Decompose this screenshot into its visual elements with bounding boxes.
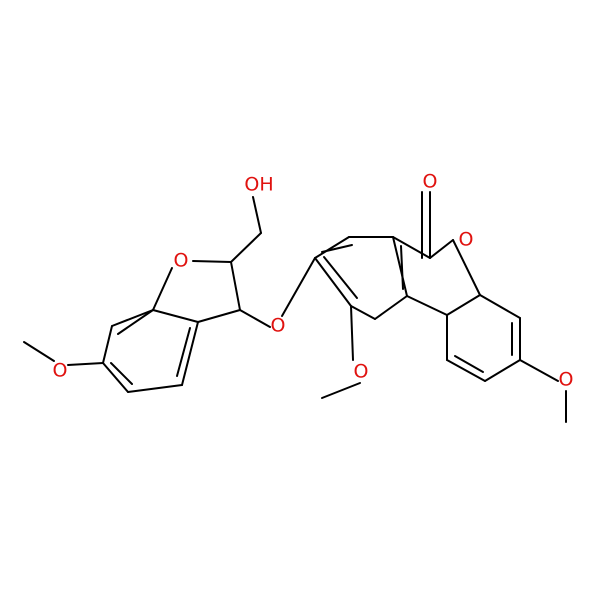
dihydrobenzofuran-core [102, 260, 241, 393]
benzochromenone-core [314, 191, 521, 382]
carbonyl-oxygen-label: O [423, 171, 438, 193]
methoxy-6-oxygen-label: O [53, 360, 68, 382]
ether-bridge [239, 257, 316, 328]
methoxy-3-oxygen-label: O [559, 369, 574, 391]
left-methoxy [23, 341, 104, 366]
atom-labels: O O O O OH O O O [53, 171, 574, 391]
methoxy-1-oxygen-label: O [354, 361, 369, 383]
methoxy-substituents [321, 305, 567, 423]
hydroxyl-label: OH [244, 174, 273, 196]
lactone-oxygen-label: O [459, 229, 474, 251]
hydroxymethyl-group [230, 196, 262, 263]
furan-oxygen-label: O [174, 250, 189, 272]
ether-oxygen-label: O [271, 315, 286, 337]
